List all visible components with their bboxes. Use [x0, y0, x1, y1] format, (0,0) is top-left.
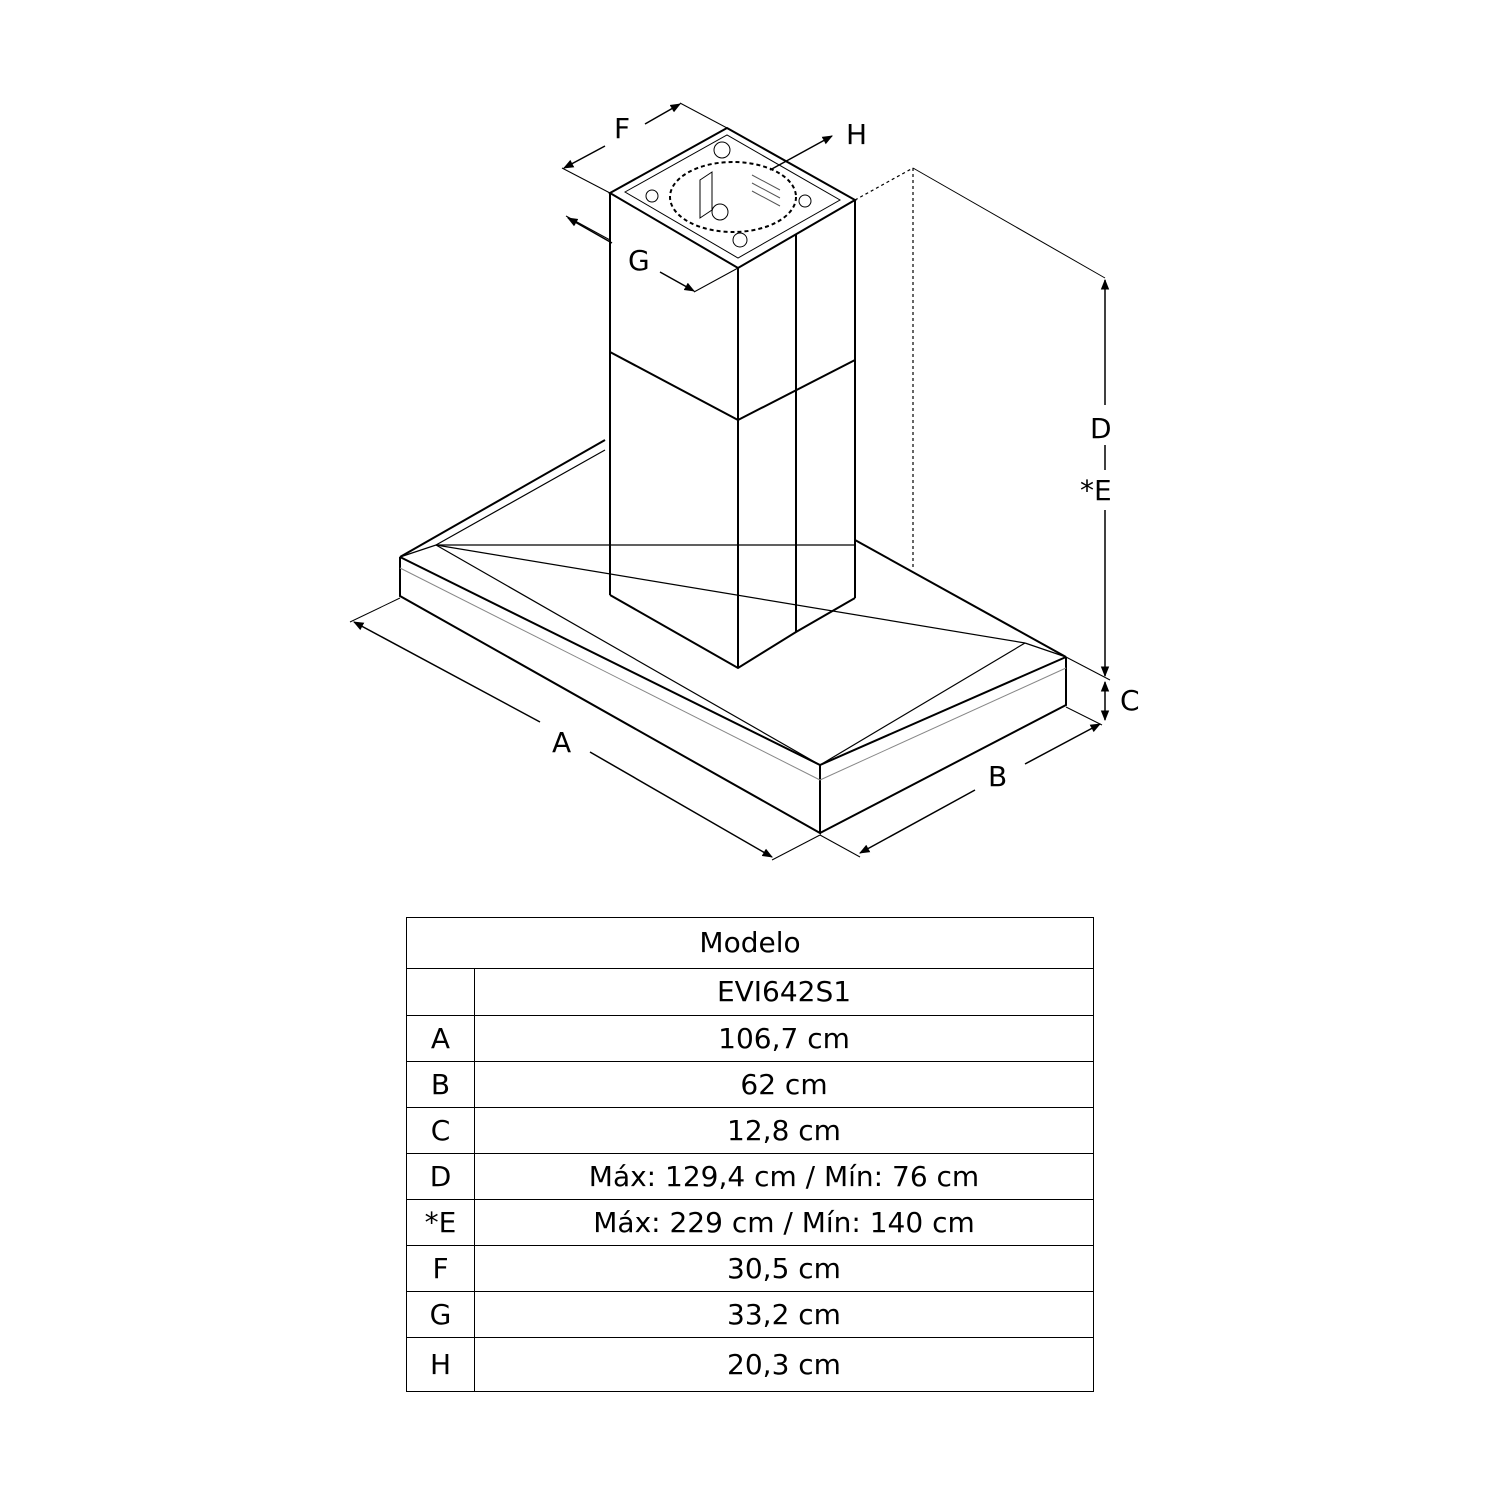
row-label: D	[406, 1153, 475, 1200]
row-value: 30,5 cm	[473, 1245, 1095, 1292]
table-row: A 106,7 cm	[406, 1015, 1095, 1062]
table-corner-cell	[406, 968, 475, 1016]
range-hood-diagram: A B C D *E F G H	[349, 102, 1140, 861]
row-label: C	[406, 1107, 475, 1154]
dimensions-table: Modelo EVI642S1 A 106,7 cm B 62 cm C 12,…	[405, 917, 1095, 1392]
row-value: 62 cm	[473, 1061, 1095, 1108]
model-name: EVI642S1	[473, 968, 1095, 1016]
table-row: G 33,2 cm	[406, 1291, 1095, 1338]
table-row: B 62 cm	[406, 1061, 1095, 1108]
label-e: *E	[1080, 474, 1112, 507]
dimension-a	[349, 597, 821, 861]
label-b: B	[988, 760, 1007, 793]
dimension-d-e	[854, 167, 1111, 681]
hood-chimney	[607, 126, 858, 670]
row-value: 12,8 cm	[473, 1107, 1095, 1154]
table-row: *E Máx: 229 cm / Mín: 140 cm	[406, 1199, 1095, 1246]
row-value: 106,7 cm	[473, 1015, 1095, 1062]
dimension-f	[561, 102, 728, 194]
dimension-b	[819, 706, 1103, 858]
row-label: H	[406, 1337, 475, 1392]
table-header: Modelo	[405, 917, 1095, 969]
hood-canopy	[399, 439, 1067, 835]
row-label: F	[406, 1245, 475, 1292]
label-d: D	[1090, 412, 1112, 445]
label-h: H	[846, 118, 867, 151]
row-label: G	[406, 1291, 475, 1338]
row-value: 33,2 cm	[473, 1291, 1095, 1338]
dimension-h	[769, 135, 833, 171]
label-a: A	[552, 726, 571, 759]
row-label: A	[406, 1015, 475, 1062]
table-row: D Máx: 129,4 cm / Mín: 76 cm	[406, 1153, 1095, 1200]
row-label: *E	[406, 1199, 475, 1246]
row-value: Máx: 229 cm / Mín: 140 cm	[473, 1199, 1095, 1246]
table-row: H 20,3 cm	[406, 1337, 1095, 1392]
label-f: F	[614, 112, 630, 145]
row-label: B	[406, 1061, 475, 1108]
label-c: C	[1120, 684, 1140, 717]
table-row: F 30,5 cm	[406, 1245, 1095, 1292]
row-value: 20,3 cm	[473, 1337, 1095, 1392]
table-row: C 12,8 cm	[406, 1107, 1095, 1154]
label-g: G	[628, 244, 650, 277]
row-value: Máx: 129,4 cm / Mín: 76 cm	[473, 1153, 1095, 1200]
dimension-g	[565, 215, 739, 293]
